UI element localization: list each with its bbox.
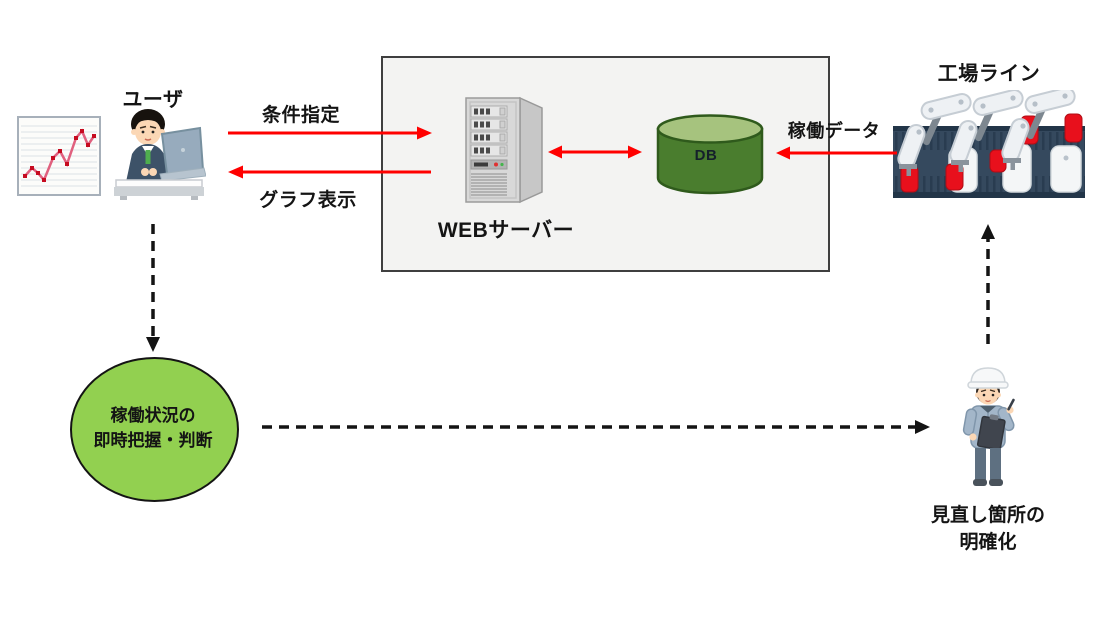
- insight-label: 稼働状況の 即時把握・判断: [62, 403, 244, 453]
- condition-spec-label: 条件指定: [261, 105, 340, 126]
- user-label: ユーザ: [122, 89, 184, 111]
- database-label: DB: [694, 147, 718, 164]
- operation-data-label: 稼働データ: [787, 121, 881, 141]
- review-label-line1: 見直し箇所の: [930, 505, 1045, 526]
- insight-ellipse: [70, 357, 239, 502]
- graph-display-label: グラフ表示: [259, 190, 357, 211]
- factory-line-label: 工場ライン: [937, 63, 1041, 85]
- web-server-icon: [465, 96, 543, 204]
- review-label: 見直し箇所の 明確化: [912, 502, 1064, 556]
- arrow-review-to-factory: [981, 224, 995, 344]
- web-server-label: WEBサーバー: [437, 219, 575, 242]
- arrow-user-to-insight: [146, 224, 160, 352]
- user-at-laptop-icon: [114, 109, 206, 200]
- factory-line-icon: [893, 90, 1085, 198]
- insight-label-line2: 即時把握・判断: [93, 431, 213, 450]
- line-chart-icon: [17, 116, 101, 196]
- review-label-line2: 明確化: [959, 532, 1017, 553]
- insight-label-line1: 稼働状況の: [110, 406, 196, 425]
- worker-icon: [962, 367, 1015, 486]
- database-icon: [656, 114, 764, 195]
- arrow-insight-to-review: [262, 420, 930, 434]
